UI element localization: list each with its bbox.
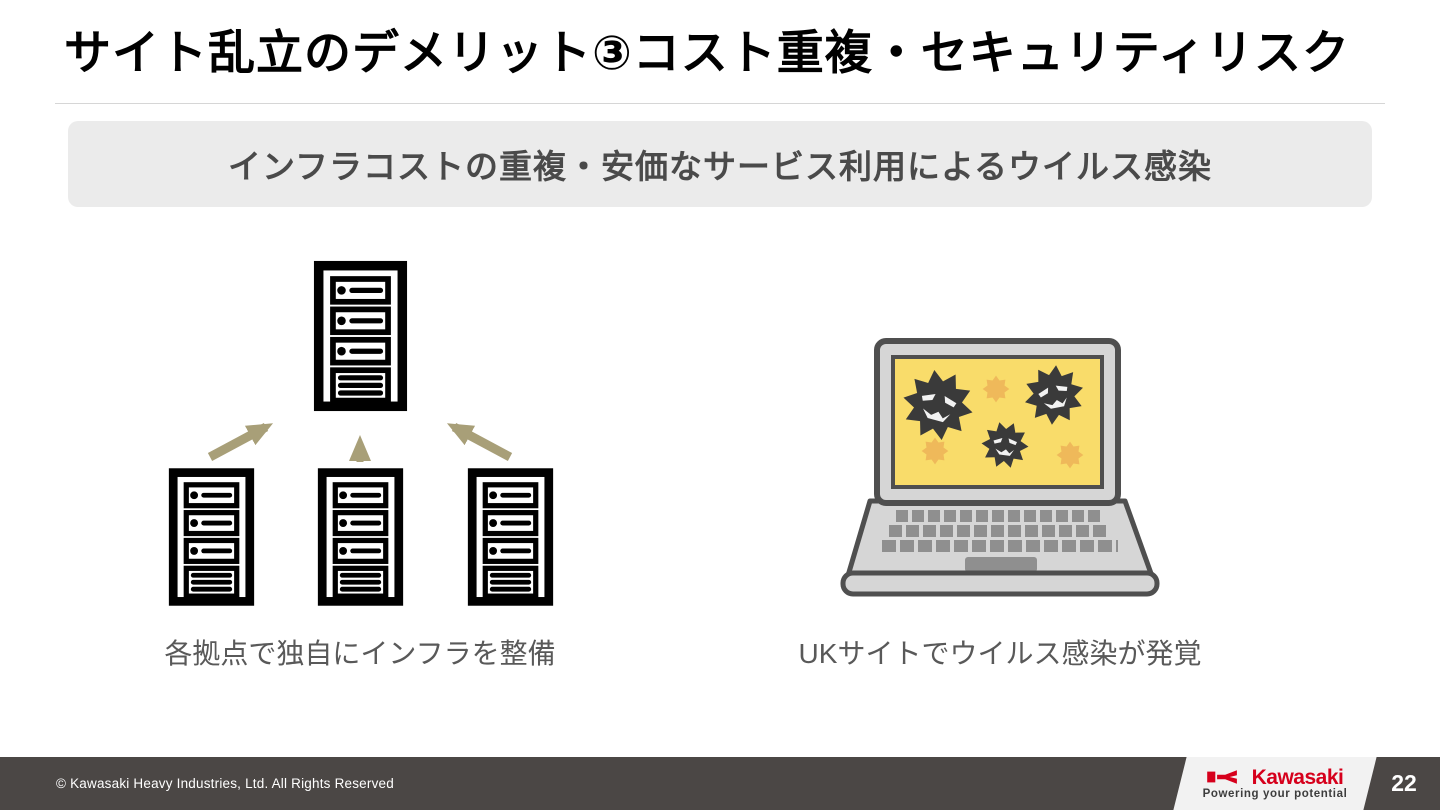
server-diagram <box>150 255 580 610</box>
left-diagram-caption: 各拠点で独自にインフラを整備 <box>164 638 556 669</box>
laptop-front-edge <box>840 570 1160 597</box>
server-icon <box>319 266 403 407</box>
laptop-icon <box>840 338 1160 597</box>
subtitle-banner: インフラコストの重複・安価なサービス利用によるウイルス感染 <box>68 121 1372 207</box>
infected-laptop-illustration <box>840 333 1160 605</box>
title-divider <box>55 103 1385 104</box>
right-diagram-caption: UKサイトでウイルス感染が発覚 <box>798 638 1202 669</box>
server-icon <box>472 473 549 602</box>
subtitle-banner-text: インフラコストの重複・安価なサービス利用によるウイルス感染 <box>227 148 1213 185</box>
server-diagram-svg <box>150 255 580 610</box>
copyright-text: © Kawasaki Heavy Industries, Ltd. All Ri… <box>56 776 394 791</box>
kawasaki-river-mark-icon <box>1206 770 1237 784</box>
burst-icon <box>1056 441 1084 469</box>
brand-name: Kawasaki <box>1251 765 1344 789</box>
brand-tagline: Powering your potential <box>1202 787 1348 800</box>
burst-icon <box>982 375 1010 403</box>
arrow-up-right-icon <box>207 423 274 461</box>
page-number: 22 <box>1391 770 1417 796</box>
burst-icon <box>921 437 949 465</box>
laptop-keyboard <box>882 510 1118 552</box>
server-icon <box>322 473 399 602</box>
page-title: サイト乱立のデメリット③コスト重複・セキュリティリスク <box>64 26 1350 79</box>
arrow-up-left-icon <box>446 423 513 461</box>
kawasaki-logo: Kawasaki Powering your potential <box>1182 757 1368 810</box>
footer-bar: © Kawasaki Heavy Industries, Ltd. All Ri… <box>0 757 1440 810</box>
laptop-trackpad <box>965 557 1037 572</box>
server-icon <box>173 473 250 602</box>
